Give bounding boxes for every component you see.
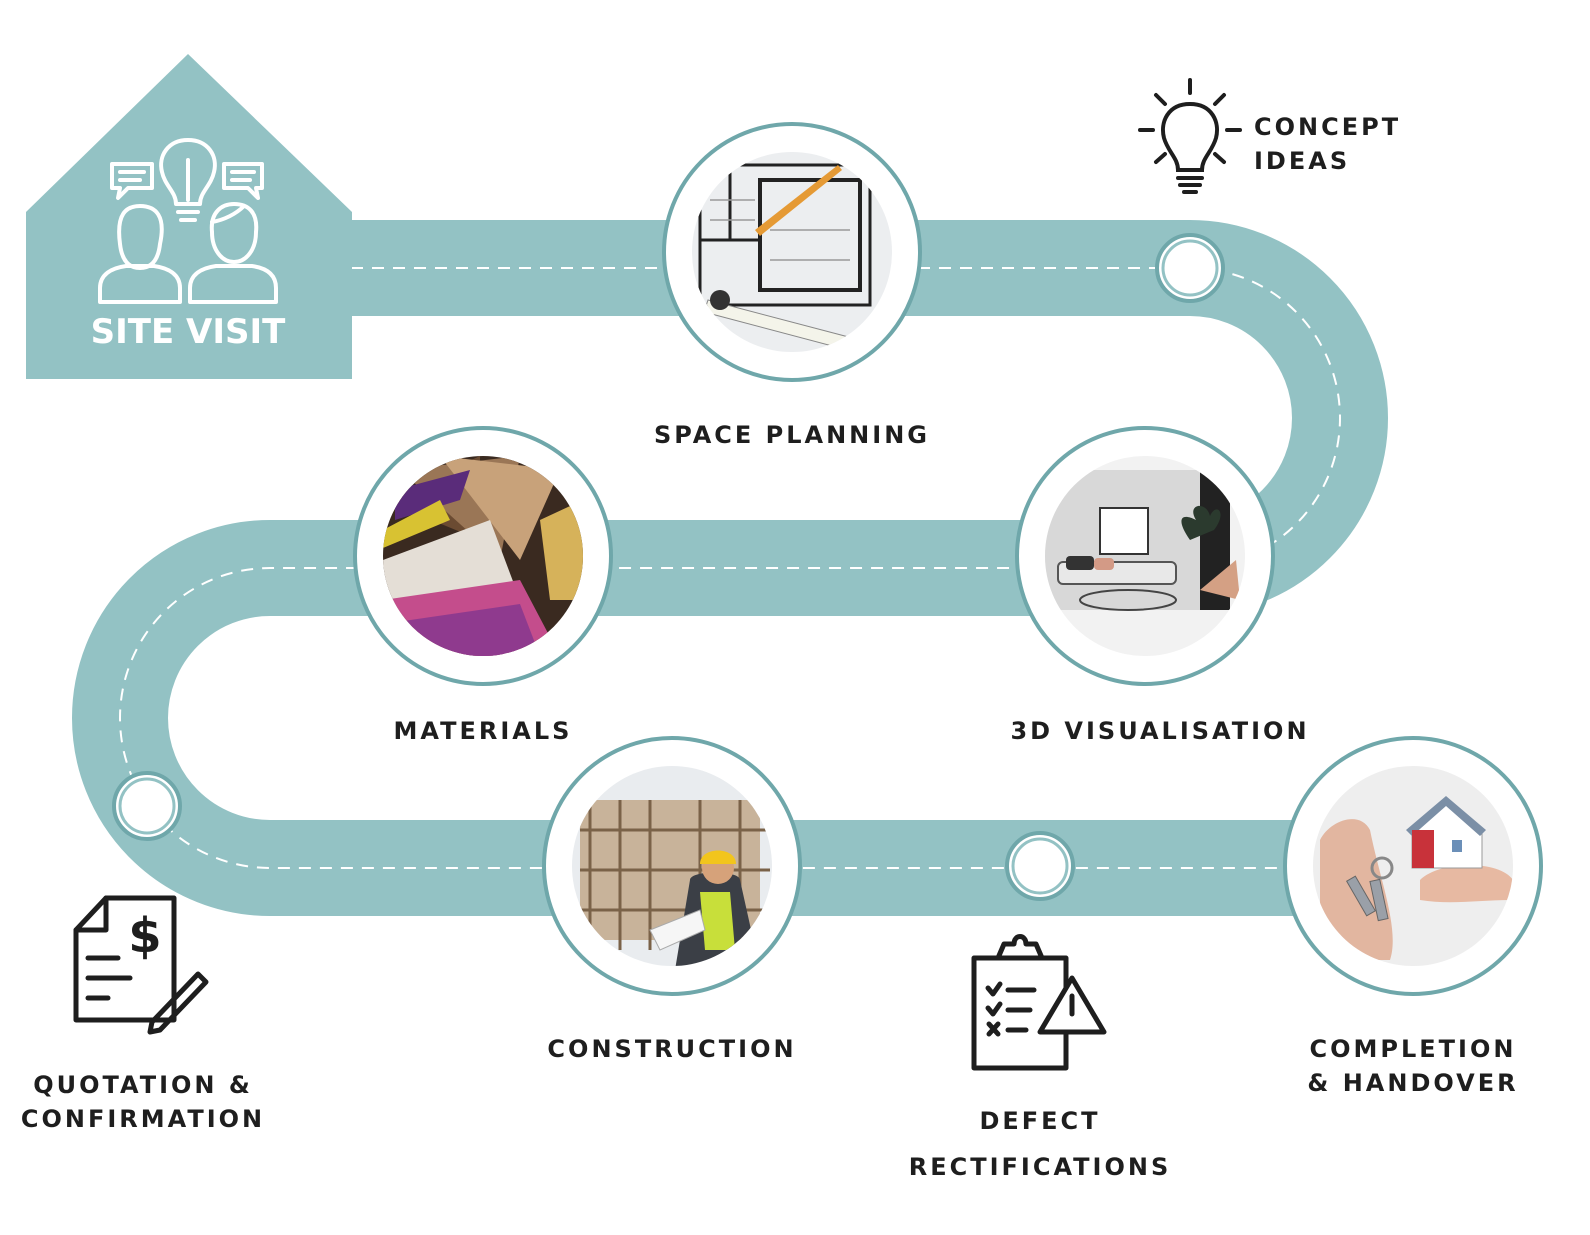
visualisation-label: 3D VISUALISATION — [1010, 717, 1310, 745]
construction-label: CONSTRUCTION — [547, 1035, 797, 1063]
construction-image — [542, 736, 802, 996]
dollar-sign-icon: $ — [128, 908, 161, 964]
completion-label: COMPLETION & HANDOVER — [1307, 1032, 1518, 1100]
defect-label: DEFECT RECTIFICATIONS — [909, 1098, 1172, 1190]
site-visit-house — [26, 54, 352, 379]
completion-image — [1283, 736, 1543, 996]
invoice-pen-icon — [73, 895, 209, 1035]
defect-line1: DEFECT — [979, 1107, 1101, 1135]
site-visit-label: SITE VISIT — [90, 312, 286, 352]
quotation-line2: CONFIRMATION — [20, 1105, 266, 1133]
completion-line2: & HANDOVER — [1307, 1069, 1519, 1097]
concept-ideas-line2: IDEAS — [1254, 147, 1351, 175]
node-defect — [1005, 831, 1075, 901]
space-planning-label: SPACE PLANNING — [654, 421, 930, 449]
node-concept — [1155, 233, 1225, 303]
people-idea-icon — [98, 138, 278, 304]
materials-image — [353, 426, 613, 686]
space-planning-image — [662, 122, 922, 382]
quotation-line1: QUOTATION & — [33, 1071, 253, 1099]
concept-ideas-label: CONCEPT IDEAS — [1254, 110, 1401, 178]
node-quotation — [112, 771, 182, 841]
lightbulb-icon — [1138, 78, 1242, 194]
checklist-warning-icon — [971, 934, 1107, 1071]
materials-label: MATERIALS — [393, 717, 573, 745]
completion-line1: COMPLETION — [1309, 1035, 1517, 1063]
concept-ideas-line1: CONCEPT — [1254, 113, 1402, 141]
visualisation-image — [1015, 426, 1275, 686]
defect-line2: RECTIFICATIONS — [908, 1153, 1172, 1181]
quotation-label: QUOTATION & CONFIRMATION — [21, 1068, 265, 1136]
